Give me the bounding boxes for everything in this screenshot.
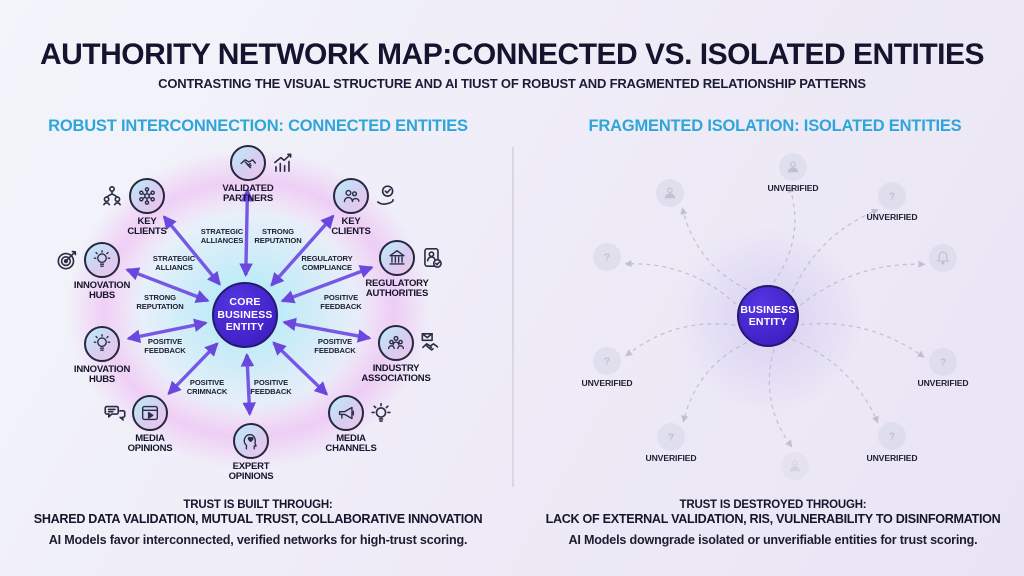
right-footer-note: AI Models downgrade isolated or unverifi… xyxy=(568,533,978,547)
isolated-node-bell-4 xyxy=(929,244,957,272)
node-key-clients-right xyxy=(333,178,369,214)
check-hand-icon xyxy=(373,183,399,209)
node-key-clients-left xyxy=(129,178,165,214)
unverified-label: UNVERIFIED xyxy=(645,453,697,463)
node-expert-opinions xyxy=(233,423,269,459)
svg-text:?: ? xyxy=(604,356,610,367)
isolated-node-person-1 xyxy=(779,153,807,181)
handshake-mail-icon xyxy=(418,330,444,356)
isolated-node-question-7: ? xyxy=(657,423,685,451)
isolated-node-person-9 xyxy=(781,452,809,480)
org-chart-icon xyxy=(99,183,125,209)
question-icon: ? xyxy=(883,187,901,205)
unverified-label: UNVERIFIED xyxy=(917,378,969,388)
isolated-node-person-0 xyxy=(656,179,684,207)
person-icon xyxy=(786,457,804,475)
node-media-opinions xyxy=(132,395,168,431)
id-document-icon xyxy=(419,245,445,271)
right-footer-heading: TRUST IS DESTROYED THROUGH: xyxy=(679,499,867,511)
node-media-channels xyxy=(328,395,364,431)
lightbulb-icon xyxy=(91,333,113,355)
unverified-label: UNVERIFIED xyxy=(866,453,918,463)
isolated-node-question-6: ? xyxy=(929,348,957,376)
svg-text:?: ? xyxy=(604,252,610,263)
speech-bubbles-icon xyxy=(102,400,128,426)
node-validated-partners xyxy=(230,145,266,181)
page-subtitle: CONTRASTING THE VISUAL STRUCTURE AND AI … xyxy=(158,76,866,91)
right-footer-line: LACK OF EXTERNAL VALIDATION, RIS, VULNER… xyxy=(545,512,1001,526)
svg-text:?: ? xyxy=(940,357,946,368)
node-innovation-hubs-upper xyxy=(84,242,120,278)
lightbulb-icon xyxy=(91,249,113,271)
unverified-label: UNVERIFIED xyxy=(767,183,819,193)
bank-icon xyxy=(386,247,408,269)
question-icon: ? xyxy=(883,427,901,445)
unverified-label: UNVERIFIED xyxy=(866,212,918,222)
svg-text:?: ? xyxy=(889,431,895,442)
handshake-icon xyxy=(237,152,259,174)
left-footer-heading: TRUST IS BUILT THROUGH: xyxy=(183,499,333,511)
right-panel-header: FRAGMENTED ISOLATION: ISOLATED ENTITIES xyxy=(588,117,962,135)
person-icon xyxy=(661,184,679,202)
page-title: AUTHORITY NETWORK MAP:CONNECTED VS. ISOL… xyxy=(39,38,985,71)
question-icon: ? xyxy=(662,428,680,446)
growth-chart-icon xyxy=(270,150,296,176)
unverified-label: UNVERIFIED xyxy=(581,378,633,388)
bar-chart-icon xyxy=(54,331,80,357)
left-footer-line: SHARED DATA VALIDATION, MUTUAL TRUST, CO… xyxy=(33,512,483,526)
bell-icon xyxy=(934,249,952,267)
left-footer: TRUST IS BUILT THROUGH: SHARED DATA VALI… xyxy=(28,499,488,547)
left-panel-header: ROBUST INTERCONNECTION: CONNECTED ENTITI… xyxy=(48,117,468,135)
svg-text:?: ? xyxy=(668,432,674,443)
isolated-node-question-3: ? xyxy=(593,243,621,271)
svg-text:?: ? xyxy=(889,191,895,202)
isolated-node-question-2: ? xyxy=(878,182,906,210)
video-player-icon xyxy=(139,402,161,424)
question-icon: ? xyxy=(598,352,616,370)
left-footer-note: AI Models favor interconnected, verified… xyxy=(48,533,468,547)
right-footer: TRUST IS DESTROYED THROUGH: LACK OF EXTE… xyxy=(542,499,1004,547)
panel-divider xyxy=(512,147,514,487)
people-group-icon xyxy=(385,332,407,354)
idea-icon xyxy=(368,400,394,426)
megaphone-icon xyxy=(335,402,357,424)
network-icon xyxy=(136,185,158,207)
question-icon: ? xyxy=(598,248,616,266)
people-icon xyxy=(340,185,362,207)
node-industry-associations xyxy=(378,325,414,361)
target-icon xyxy=(54,247,80,273)
node-innovation-hubs-lower xyxy=(84,326,120,362)
head-heart-icon xyxy=(240,430,262,452)
node-regulatory-authorities xyxy=(379,240,415,276)
person-icon xyxy=(784,158,802,176)
isolated-node-question-8: ? xyxy=(878,422,906,450)
isolated-node-question-5: ? xyxy=(593,347,621,375)
question-icon: ? xyxy=(934,353,952,371)
